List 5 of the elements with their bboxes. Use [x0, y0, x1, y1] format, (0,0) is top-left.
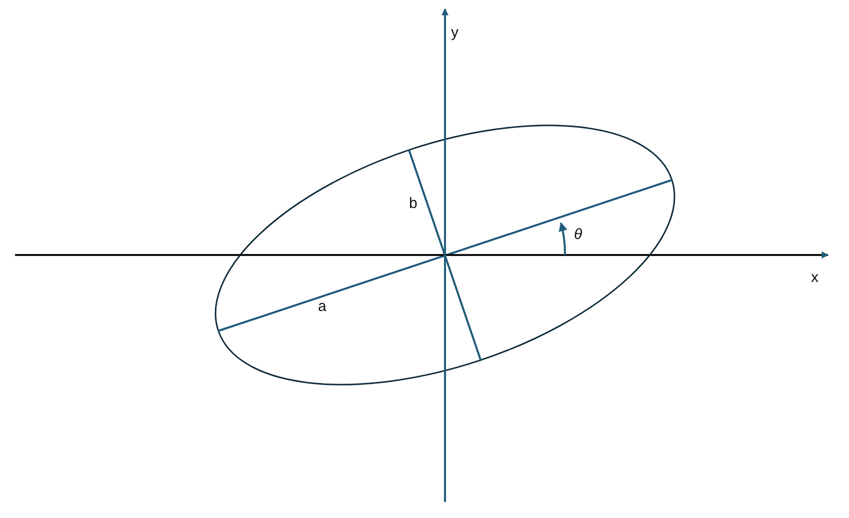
axis-label: y [451, 25, 458, 40]
angle-label: θ [574, 227, 582, 242]
dimension-label: a [318, 299, 326, 314]
dimension-label: b [409, 196, 418, 211]
axis-label: x [811, 270, 818, 285]
